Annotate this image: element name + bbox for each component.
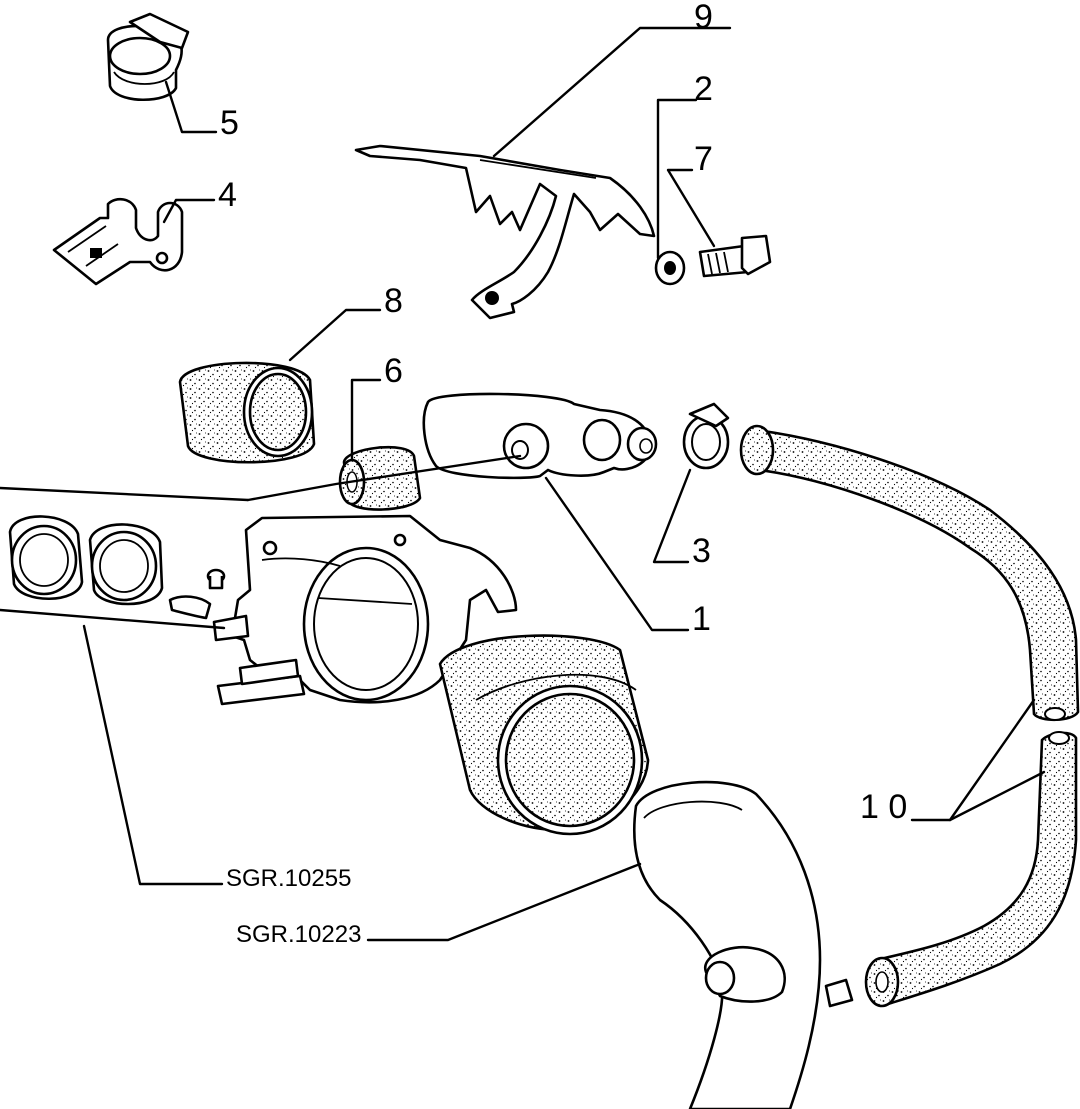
seal-rings [8,515,164,606]
bolt-part-7 [698,234,772,278]
reference-sgr-10223: SGR.10223 [236,921,361,948]
callout-7: 7 [694,140,713,178]
idle-valve-part-1 [422,392,658,480]
callout-9: 9 [694,0,713,36]
callout-6: 6 [384,352,403,390]
throttle-body [168,514,518,706]
hose-clamp-part-5 [106,12,190,102]
intake-duct [632,780,854,1109]
small-clamp-part-3 [682,402,730,470]
callout-10: 1 0 [860,788,907,826]
callout-2: 2 [694,70,713,108]
reference-sgr-10255: SGR.10255 [226,865,351,892]
bracket-part-4 [52,197,184,286]
sleeve-part-8 [178,361,316,464]
callout-5: 5 [220,104,239,142]
callout-4: 4 [218,176,237,214]
callout-1: 1 [692,600,711,638]
upper-hose-part-10 [739,424,1080,722]
callout-3: 3 [692,532,711,570]
lower-hose-part-10 [864,731,1078,1008]
leader-lines [0,26,1046,942]
heat-shield-part-9 [354,144,656,320]
callout-8: 8 [384,282,403,320]
air-sleeve [438,634,650,836]
washer-part-2 [654,250,686,286]
